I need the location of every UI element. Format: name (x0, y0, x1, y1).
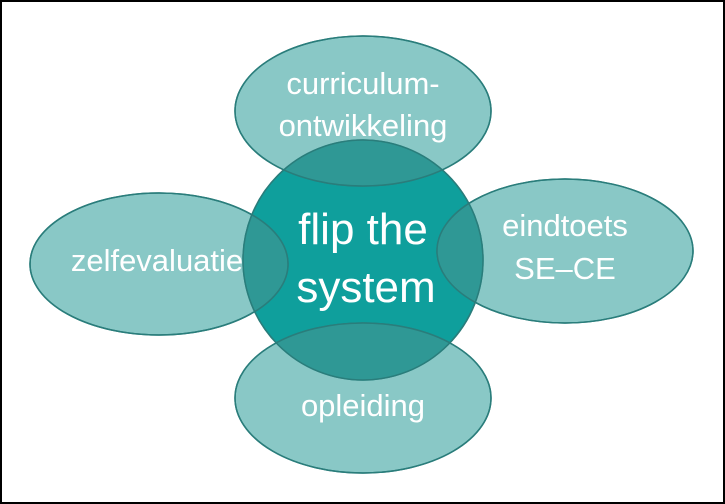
bottom-label: opleiding (301, 388, 425, 423)
right-label-line2: SE–CE (514, 251, 616, 286)
center-label-line2: system (296, 263, 435, 312)
top-label-line1: curriculum- (286, 66, 439, 101)
outline-layer (29, 35, 694, 474)
top-label-line2: ontwikkeling (279, 108, 448, 143)
left-label: zelfevaluatie (71, 243, 243, 278)
right-label-line1: eindtoets (502, 208, 628, 243)
center-label-line1: flip the (298, 205, 428, 254)
